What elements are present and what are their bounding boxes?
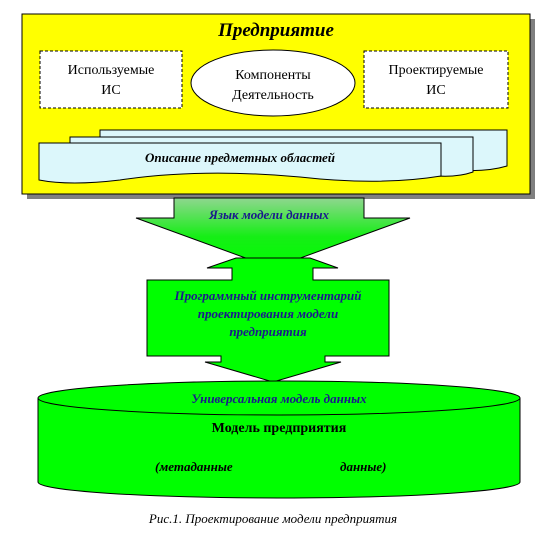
cylinder-top bbox=[37, 380, 521, 416]
figure-caption: Рис.1. Проектирование модели предприятия bbox=[148, 511, 398, 526]
toolkit-block bbox=[146, 257, 390, 383]
used-is-box bbox=[39, 50, 183, 109]
designed-is-label: Проектируемые ИС bbox=[364, 61, 508, 101]
components-label: Компоненты Деятельность bbox=[191, 66, 355, 106]
domains-label: Описание предметных областей bbox=[144, 150, 336, 165]
components-line1: Компоненты bbox=[235, 68, 311, 83]
cylinder-body bbox=[37, 398, 521, 499]
toolkit-line1: Программный инструментарий bbox=[174, 288, 362, 303]
toolkit-line2: проектирования модели bbox=[197, 306, 339, 321]
domain-sheet-front bbox=[38, 142, 442, 184]
designed-is-line1: Проектируемые bbox=[388, 63, 484, 78]
components-line2: Деятельность bbox=[232, 88, 314, 103]
designed-is-line2: ИС bbox=[426, 83, 446, 98]
universal-model-title: Универсальная модель данных bbox=[191, 391, 367, 406]
language-arrow bbox=[135, 197, 411, 269]
toolkit-label: Программный инструментарий проектировани… bbox=[147, 287, 389, 341]
used-is-line2: ИС bbox=[101, 83, 121, 98]
used-is-line1: Используемые bbox=[67, 63, 155, 78]
enterprise-title: Предприятие bbox=[218, 20, 334, 41]
designed-is-box bbox=[363, 50, 509, 109]
metadata-label: (метаданные bbox=[155, 459, 233, 474]
language-label: Язык модели данных bbox=[208, 207, 330, 222]
toolkit-line3: предприятия bbox=[229, 324, 307, 339]
components-ellipse bbox=[190, 49, 356, 117]
used-is-label: Используемые ИС bbox=[40, 61, 182, 101]
data-label: данные) bbox=[340, 459, 387, 474]
enterprise-model-label: Модель предприятия bbox=[211, 421, 347, 436]
